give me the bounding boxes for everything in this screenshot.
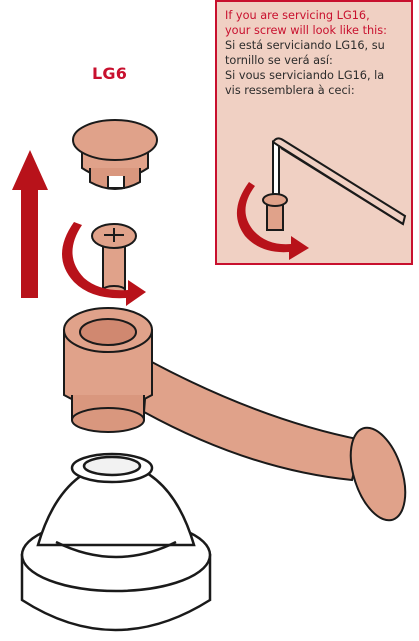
handle-part xyxy=(63,307,407,522)
callout-en-line-2: your screw will look like this: xyxy=(225,24,387,37)
hex-key-icon xyxy=(272,137,407,226)
callout-text: If you are servicing LG16, your screw wi… xyxy=(225,8,413,98)
callout-fr-line-2: vis ressemblera à ceci: xyxy=(225,84,355,97)
small-screw-icon xyxy=(262,193,288,231)
callout-fr-line-1: Si vous serviciando LG16, la xyxy=(225,69,385,82)
callout-en-line-1: If you are servicing LG16, xyxy=(225,9,370,22)
lg16-screw-illustration xyxy=(236,137,407,260)
callout-rotate-arrow-icon xyxy=(236,182,309,260)
rotate-arrow-icon xyxy=(62,222,146,306)
cap-part xyxy=(72,119,158,190)
up-arrow-icon xyxy=(12,150,48,298)
model-label: LG6 xyxy=(92,64,128,83)
callout-es-line-2: tornillo se verá así: xyxy=(225,54,333,67)
lg16-callout: If you are servicing LG16, your screw wi… xyxy=(215,0,413,265)
base-part xyxy=(20,452,212,632)
callout-es-line-1: Si está serviciando LG16, su xyxy=(225,39,385,52)
screw-part xyxy=(91,223,137,295)
